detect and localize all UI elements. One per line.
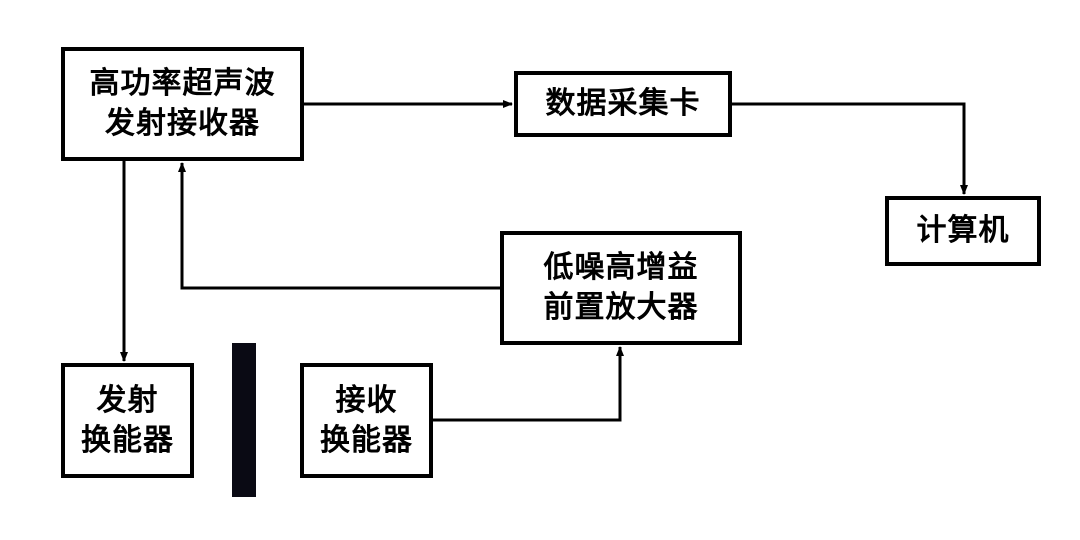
- transmit-transducer-label-line1: 发射: [96, 382, 159, 418]
- arrow-receive-transducer-to-preamplifier: [433, 346, 624, 422]
- test-sample-bar: [232, 343, 256, 497]
- transmit-transducer-label-line2: 换能器: [81, 422, 174, 458]
- computer-label: 计算机: [916, 213, 1010, 248]
- receive-transducer-label-line1: 接收: [335, 382, 398, 418]
- transceiver-box: 高功率超声波 发射接收器: [61, 47, 304, 161]
- receive-transducer-box: 接收 换能器: [300, 363, 433, 478]
- arrow-preamplifier-to-transceiver: [178, 162, 500, 290]
- arrow-daq-to-computer: [732, 102, 968, 195]
- daq-card-box: 数据采集卡: [514, 71, 732, 137]
- preamplifier-label-line2: 前置放大器: [543, 290, 699, 325]
- transceiver-label-line2: 发射接收器: [105, 106, 260, 141]
- transceiver-label-line1: 高功率超声波: [89, 66, 276, 101]
- preamplifier-label-line1: 低噪高增益: [543, 250, 699, 285]
- receive-transducer-label-line2: 换能器: [320, 422, 413, 458]
- computer-box: 计算机: [885, 196, 1041, 266]
- daq-card-label: 数据采集卡: [545, 86, 701, 121]
- preamplifier-box: 低噪高增益 前置放大器: [500, 231, 742, 345]
- transmit-transducer-box: 发射 换能器: [61, 363, 194, 478]
